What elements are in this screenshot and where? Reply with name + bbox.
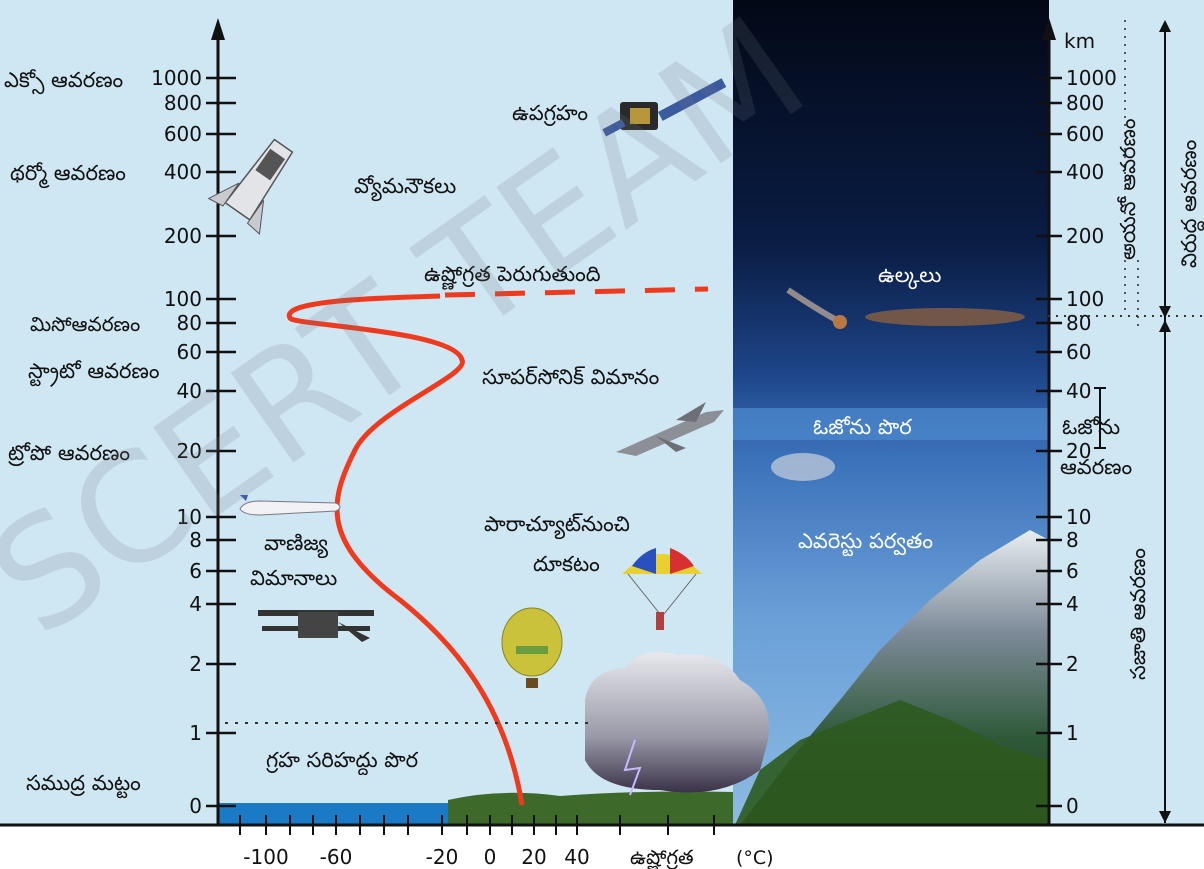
label-commercial-2: విమానాలు [250,566,337,590]
ozone-cloud [771,453,835,481]
label-temp-increase: ఉష్ణోగ్రత పెరుగుతుంది [424,262,601,291]
label-satellite: ఉపగ్రహం [512,101,588,126]
bottom-axis-tick-label: 40 [564,845,589,869]
bottom-axis-tick-label: 0 [484,845,497,869]
temperature-curve [286,293,525,806]
bottom-axis-tick-label: -100 [243,845,288,869]
right-axis-tick-label: 4 [1066,592,1079,616]
temperature-curve-extension [444,286,709,298]
label-meteors: ఉల్కలు [878,263,941,290]
label-ionosphere: అయనో ఆవరణం [1116,119,1140,260]
right-axis-tick-label: 2 [1066,652,1079,676]
left-axis-tick-label: 10 [177,505,202,529]
left-axis-tick-label: 800 [164,91,202,115]
ozone-band [733,408,1049,440]
label-parachute-1: పారాచ్యూట్‌నుంచి [484,512,630,540]
right-axis-tick-label: 1 [1066,721,1079,745]
right-axis-tick-label: 40 [1066,379,1091,403]
left-axis-tick-label: 40 [177,379,202,403]
left-axis-tick-label: 6 [189,559,202,583]
left-axis-tick-label: 8 [189,528,202,552]
storm-cloud [585,651,770,793]
label-troposphere: ట్రోపో ఆవరణం [8,441,130,467]
right-axis-tick-label: 0 [1066,794,1079,818]
label-sea-level: సముద్ర మట్టం [26,771,141,799]
bottom-axis-unit: (°C) [736,847,774,869]
left-axis-tick-label: 600 [164,122,202,146]
label-homosphere: సజాతి ఆవరణం [1126,548,1150,680]
meteor-streak [865,308,1025,326]
satellite-icon [602,78,727,137]
right-axis-tick-label: 600 [1066,122,1104,146]
label-heterosphere: విరుద్ధ ఆవరణం [1177,140,1204,268]
left-axis-tick-label: 400 [164,160,202,184]
right-margin-background [1049,0,1204,825]
right-axis-tick-label: 400 [1066,160,1104,184]
homosphere-arrow-top [1159,320,1171,332]
bottom-axis-tick-label: -20 [426,845,459,869]
right-axis-tick-label: 200 [1066,224,1104,248]
label-supersonic: సూపర్‌సోనిక్ విమానం [482,365,659,389]
bottom-axis-tick-label: 20 [521,845,546,869]
left-axis-arrow [211,18,225,40]
label-ozone-layer: ఓజోను పొర [813,415,912,439]
left-axis-tick-label: 20 [177,439,202,463]
right-axis-tick-label: 20 [1066,439,1091,463]
right-axis-tick-label: 100 [1066,287,1104,311]
right-axis-tick-label: 80 [1066,311,1091,335]
parachute-icon [622,548,702,630]
left-axis-tick-label: 1000 [151,66,202,90]
label-commercial-1: వాణిజ్య [264,531,328,559]
right-axis-tick-label: 8 [1066,528,1079,552]
left-axis-tick-label: 60 [177,340,202,364]
left-axis-tick-label: 2 [189,652,202,676]
hot-air-balloon-icon [501,607,563,688]
right-axis-arrow [1042,18,1056,40]
label-ozonosphere-1: ఓజోను [1062,415,1120,439]
right-axis-unit: km [1064,29,1095,53]
biplane-icon [258,610,374,642]
label-everest: ఎవరెస్టు పర్వతం [798,529,933,557]
forest [735,700,1049,825]
meteor-icon [786,287,847,329]
left-axis-tick-label: 1 [189,721,202,745]
right-axis-tick-label: 60 [1066,340,1091,364]
heterosphere-arrow-top [1159,20,1171,32]
bottom-axis-label: ఉష్ణోగ్రత [630,845,694,869]
label-parachute-2: దూకటం [533,552,600,576]
right-axis-tick-label: 800 [1066,91,1104,115]
left-axis-tick-label: 100 [164,287,202,311]
spacecraft-icon [207,138,294,236]
left-axis-tick-label: 200 [164,224,202,248]
heterosphere-arrow-bottom [1159,306,1171,318]
label-ozonosphere-2: ఆవరణం [1060,455,1132,479]
right-axis-tick-label: 10 [1066,505,1091,529]
label-thermosphere: థర్మో ఆవరణం [10,161,126,189]
label-mesosphere: మిసోఆవరణం [30,312,140,336]
right-axis-tick-label: 1000 [1066,66,1117,90]
label-exosphere: ఎక్సో ఆవరణం [4,68,123,95]
supersonic-jet-icon [616,402,724,456]
label-spacecraft: వ్యోమనౌకలు [354,174,456,202]
left-axis-tick-label: 80 [177,311,202,335]
left-axis-tick-label: 0 [189,794,202,818]
ocean [218,803,448,825]
homosphere-arrow-bottom [1159,811,1171,823]
commercial-plane-icon [239,495,341,516]
bottom-axis-tick-label: -60 [320,845,353,869]
right-axis-tick-label: 6 [1066,559,1079,583]
label-boundary-layer: గ్రహ సరిహద్దు పొర [265,748,418,776]
lightning [623,739,642,796]
left-axis-tick-label: 4 [189,592,202,616]
